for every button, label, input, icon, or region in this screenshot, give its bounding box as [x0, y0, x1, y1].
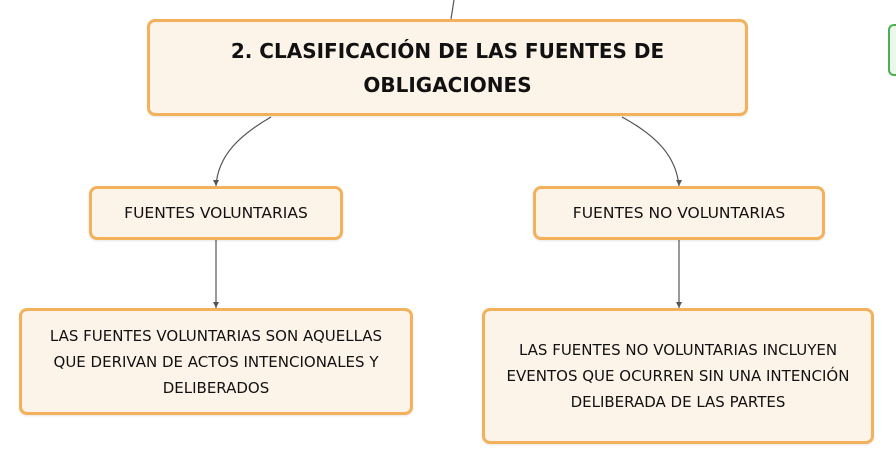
leaf-text-voluntarias: LAS FUENTES VOLUNTARIAS SON AQUELLAS QUE…	[49, 326, 383, 397]
connector-title-to-no-voluntarias	[621, 116, 680, 187]
connector-parent-to-title	[450, 0, 455, 20]
leaf-node-no-voluntarias[interactable]: LAS FUENTES NO VOLUNTARIAS INCLUYEN EVEN…	[482, 308, 874, 444]
branch-node-no-voluntarias[interactable]: FUENTES NO VOLUNTARIAS	[533, 186, 825, 240]
branch-node-voluntarias[interactable]: FUENTES VOLUNTARIAS	[89, 186, 343, 240]
connector-title-to-voluntarias	[215, 116, 272, 187]
leaf-text-no-voluntarias: LAS FUENTES NO VOLUNTARIAS INCLUYEN EVEN…	[506, 341, 850, 411]
leaf-node-voluntarias[interactable]: LAS FUENTES VOLUNTARIAS SON AQUELLAS QUE…	[19, 308, 413, 415]
central-topic-node[interactable]: 2. CLASIFICACIÓN DE LAS FUENTES DE OBLIG…	[147, 19, 748, 116]
central-topic-text: 2. CLASIFICACIÓN DE LAS FUENTES DE OBLIG…	[230, 38, 665, 97]
branch-label-voluntarias: FUENTES VOLUNTARIAS	[124, 204, 308, 222]
branch-label-no-voluntarias: FUENTES NO VOLUNTARIAS	[572, 204, 786, 222]
offscreen-node-edge[interactable]	[888, 24, 896, 76]
